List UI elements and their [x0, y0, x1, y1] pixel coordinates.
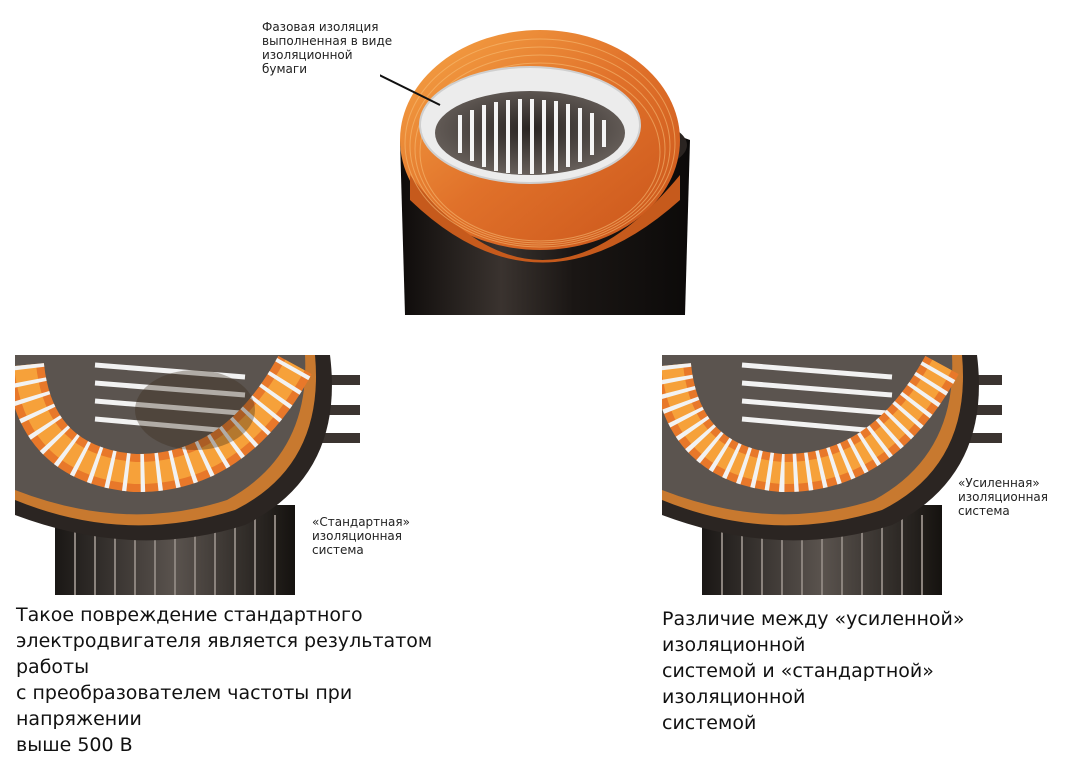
winding-texture	[404, 38, 676, 248]
damage-area	[135, 370, 255, 450]
right-caption: Различие между «усиленной» изоляционной …	[662, 608, 965, 734]
reinforced-insulation-illustration	[662, 355, 1007, 595]
standard-system-label: «Стандартная» изоляционная система	[312, 515, 410, 557]
reinforced-system-label: «Усиленная» изоляционная система	[958, 476, 1048, 518]
copper-winding-lower	[410, 175, 680, 263]
left-caption: Такое повреждение стандартного электродв…	[16, 604, 433, 756]
insulation-paper-callout: Фазовая изоляция выполненная в виде изол…	[262, 20, 393, 76]
standard-insulation-illustration	[15, 355, 360, 595]
top-stator-illustration	[380, 30, 690, 315]
callout-pointer	[380, 74, 441, 106]
insulation-bands	[15, 355, 312, 493]
insulation-bands	[662, 355, 959, 493]
stator-slots	[458, 99, 606, 174]
